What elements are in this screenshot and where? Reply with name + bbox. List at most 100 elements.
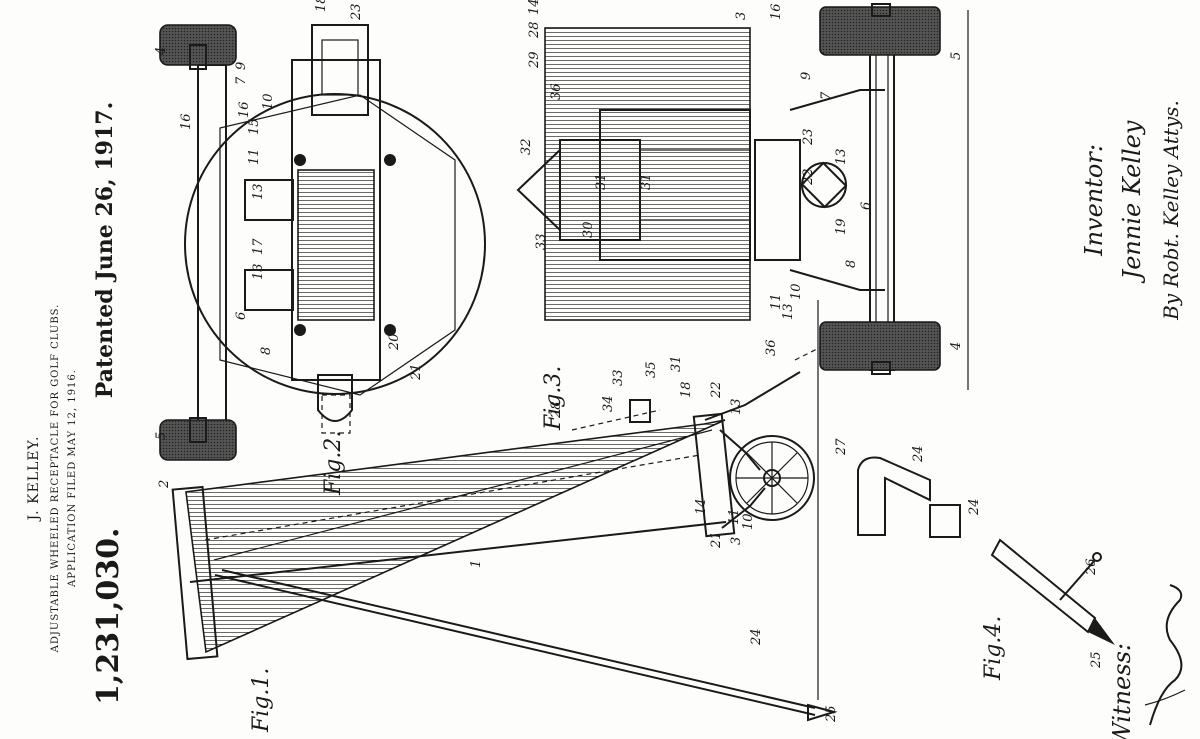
- fig3-post-ring: [801, 162, 847, 208]
- fig4-socket: [929, 504, 961, 538]
- fig2-top-clip: [311, 24, 369, 116]
- svg-text:23: 23: [349, 3, 364, 21]
- fig2-bottom-clip: [317, 374, 353, 422]
- svg-text:4: 4: [154, 47, 169, 56]
- svg-text:22: 22: [709, 381, 724, 399]
- svg-text:1: 1: [469, 560, 484, 568]
- svg-text:10: 10: [789, 283, 804, 300]
- svg-text:36: 36: [764, 339, 779, 356]
- fig3-arm-right: [789, 89, 885, 111]
- svg-text:35: 35: [644, 361, 659, 378]
- svg-text:19: 19: [834, 218, 849, 235]
- fig2-bracket-upper: [244, 179, 294, 221]
- svg-text:21: 21: [709, 531, 724, 549]
- fig4-pin: [1059, 559, 1096, 601]
- inventor-signature: Jennie Kelley: [1118, 120, 1146, 284]
- fig2-wheel-left: [159, 419, 237, 461]
- fig2-bracket-lower: [244, 269, 294, 311]
- svg-text:28: 28: [527, 21, 542, 39]
- svg-text:32: 32: [519, 138, 534, 155]
- svg-text:5: 5: [154, 432, 169, 440]
- svg-text:33: 33: [611, 369, 626, 386]
- svg-text:26: 26: [1084, 558, 1099, 576]
- svg-text:23: 23: [801, 128, 816, 146]
- fig1-handle-arm: [704, 371, 801, 421]
- svg-text:29: 29: [527, 51, 542, 69]
- svg-text:4: 4: [949, 342, 964, 351]
- svg-text:13: 13: [781, 303, 796, 320]
- svg-text:30: 30: [581, 221, 596, 238]
- patented-date: Patented June 26, 1917.: [92, 102, 118, 398]
- svg-text:25: 25: [1089, 651, 1104, 669]
- svg-text:16: 16: [769, 3, 784, 20]
- svg-text:18: 18: [314, 0, 329, 12]
- fig4-clip: [857, 456, 931, 536]
- svg-text:14: 14: [527, 0, 542, 15]
- svg-text:8: 8: [259, 347, 274, 355]
- svg-text:11: 11: [727, 508, 742, 525]
- svg-text:16: 16: [179, 113, 194, 130]
- figure-3: 36 29 28 14 3 16 9 7 13 22 23 19 8 6 10 …: [516, 0, 969, 431]
- fig3-reference-numerals: 36 29 28 14 3 16 9 7 13 22 23 19 8 6 10 …: [519, 0, 964, 351]
- svg-text:3: 3: [729, 537, 744, 545]
- fig3-axle-cap-right: [871, 3, 891, 17]
- svg-text:34: 34: [601, 395, 616, 412]
- svg-text:11: 11: [769, 293, 784, 310]
- fig1-support-leg-inner: [221, 569, 816, 709]
- svg-text:2: 2: [157, 480, 172, 489]
- patent-title: ADJUSTABLE WHEELED RECEPTACLE FOR GOLF C…: [50, 304, 61, 654]
- svg-text:13: 13: [251, 183, 266, 200]
- svg-text:7: 7: [234, 76, 249, 85]
- svg-text:28: 28: [549, 401, 564, 419]
- fig2-base-circle: [184, 93, 486, 395]
- fig1-bracket: [719, 429, 761, 471]
- svg-text:27: 27: [834, 438, 849, 456]
- fig3-tongue: [559, 139, 641, 241]
- svg-text:20: 20: [387, 333, 402, 351]
- witness-signature: [1149, 584, 1183, 726]
- fig1-top-rim: [171, 485, 219, 661]
- fig2-reference-numerals: 7 9 8 13 13 11 10 15 16 17 6 20 21 18 23…: [154, 0, 424, 440]
- fig1-clamp: [629, 399, 651, 423]
- svg-text:24: 24: [911, 445, 926, 463]
- svg-text:10: 10: [261, 93, 276, 110]
- svg-text:11: 11: [247, 148, 262, 165]
- fig1-strap: [189, 521, 727, 583]
- fig2-top-clip-inner: [321, 39, 359, 96]
- fig1-wheel-spokes: [736, 442, 808, 514]
- svg-text:25: 25: [824, 705, 839, 723]
- fig1-label: Fig.1.: [249, 668, 274, 733]
- svg-text:8: 8: [844, 260, 859, 268]
- svg-text:33: 33: [534, 233, 549, 250]
- fig1-support-leg: [214, 574, 816, 716]
- svg-text:6: 6: [859, 202, 874, 210]
- attorney-line: By Robt. Kelley Attys.: [1159, 100, 1183, 321]
- inventor-label: Inventor:: [1080, 144, 1108, 257]
- svg-text:10: 10: [741, 513, 756, 530]
- svg-text:24: 24: [749, 628, 764, 646]
- fig3-square-post: [800, 161, 848, 209]
- witness-signature-flourish: [1144, 689, 1186, 706]
- svg-text:17: 17: [251, 238, 266, 255]
- fig3-wheel-right: [819, 6, 941, 56]
- figure-1: 1 2 3 10 11 14 21 13 22 18 31 33 34 35 3…: [157, 300, 844, 733]
- svg-text:31: 31: [639, 173, 654, 190]
- fig3-arm-left: [789, 269, 885, 291]
- patent-number: 1,231,030.: [91, 528, 126, 705]
- fig3-label: Fig.3.: [541, 366, 566, 431]
- fig2-channel-rack: [297, 169, 375, 321]
- fig4-leg-end: [990, 538, 1097, 634]
- svg-text:13: 13: [729, 398, 744, 415]
- svg-text:13: 13: [251, 263, 266, 280]
- svg-text:15: 15: [247, 118, 262, 135]
- application-filed: APPLICATION FILED MAY 12, 1916.: [67, 369, 78, 588]
- fig4-label: Fig.4.: [981, 616, 1006, 681]
- svg-text:6: 6: [234, 312, 249, 320]
- fig3-axle-cap-left: [871, 361, 891, 375]
- signatures: Inventor: Jennie Kelley By Robt. Kelley …: [1080, 100, 1186, 739]
- figure-2: 7 9 8 13 13 11 10 15 16 17 6 20 21 18 23…: [154, 0, 486, 496]
- svg-text:7: 7: [819, 91, 834, 100]
- fig3-bottom-bracket: [754, 139, 801, 261]
